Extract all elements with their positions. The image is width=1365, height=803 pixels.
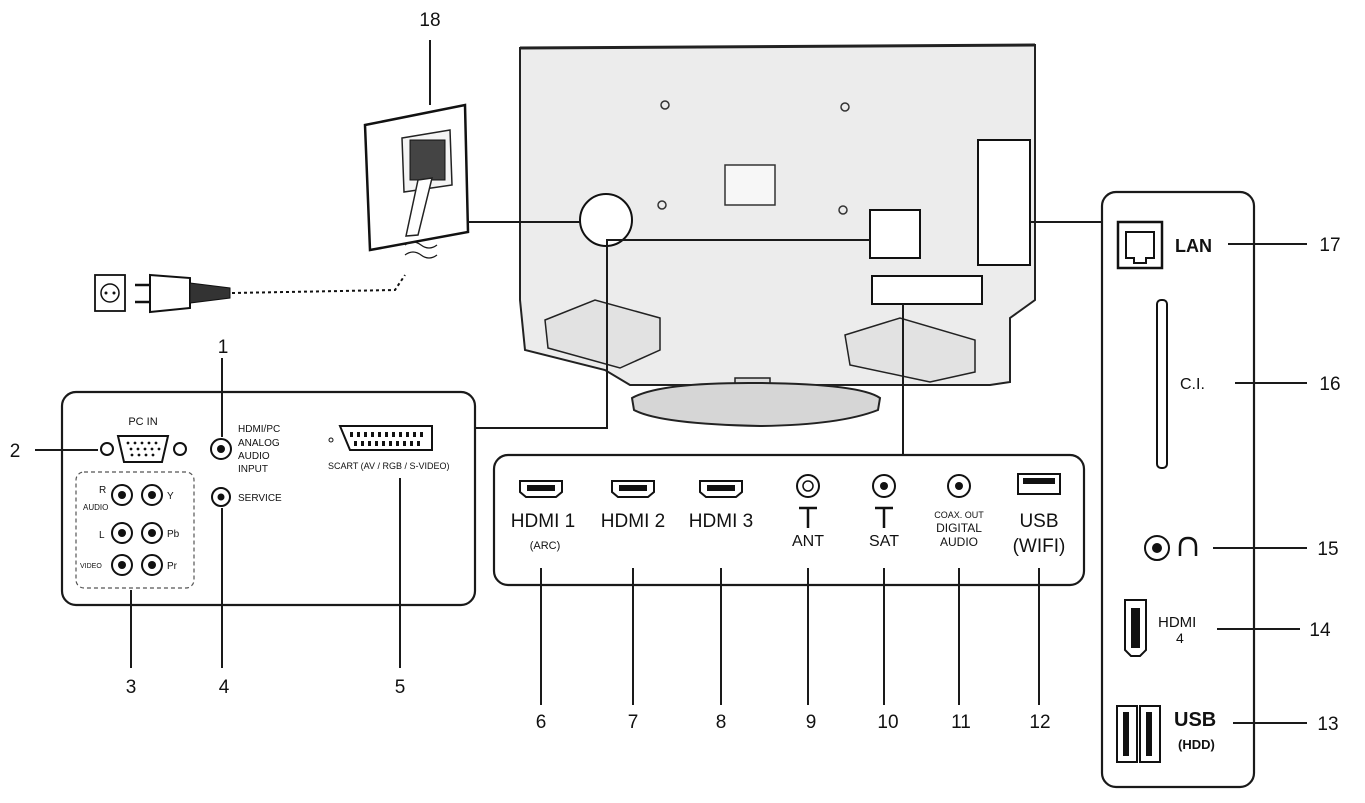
pc-in-label: PC IN [128, 416, 157, 428]
vga-port [100, 435, 187, 463]
callout-7: 7 [628, 712, 639, 733]
bottom-connector-panel: HDMI 1 (ARC) HDMI 2 HDMI 3 ANT SAT COAX.… [492, 304, 1086, 705]
coax-label-3: AUDIO [940, 535, 978, 549]
ci-label: C.I. [1180, 376, 1205, 393]
hdmi4-label-2: 4 [1176, 630, 1184, 646]
callout-13: 13 [1317, 714, 1338, 735]
sat-label: SAT [869, 533, 899, 550]
ant-label: ANT [792, 533, 824, 550]
scart-label: SCART (AV / RGB / S-VIDEO) [328, 461, 450, 471]
lan-label: LAN [1175, 236, 1212, 256]
callout-11: 11 [951, 712, 971, 733]
audio-word-label: AUDIO [83, 503, 108, 512]
scart-port [328, 425, 433, 451]
headphone-icon [1178, 536, 1198, 556]
audio-l-label: L [99, 530, 105, 541]
wifi-label: (WIFI) [1013, 536, 1066, 557]
hdmi-pc-label-3: AUDIO [238, 451, 270, 462]
callout-numbers: 18 1 2 3 4 5 6 7 8 9 10 11 12 13 14 15 1… [10, 10, 1341, 735]
hdmi3-label: HDMI 3 [689, 511, 753, 532]
pb-label: Pb [167, 529, 180, 540]
hdmi2-label: HDMI 2 [601, 511, 665, 532]
callout-10: 10 [877, 712, 898, 733]
left-panel-connector-line [475, 239, 870, 429]
usb-hdd-ports [1116, 705, 1161, 763]
audio-r-label: R [99, 485, 106, 496]
hdmi4-label-1: HDMI [1158, 614, 1196, 631]
callout-15: 15 [1317, 539, 1338, 560]
callout-8: 8 [716, 712, 727, 733]
lan-port [1116, 220, 1164, 270]
coax-label-2: DIGITAL [936, 521, 982, 535]
hdmi1-label: HDMI 1 [511, 511, 575, 532]
callout-16: 16 [1319, 374, 1340, 395]
rca-jack-group [111, 484, 163, 576]
ci-slot [1156, 299, 1168, 469]
callout-6: 6 [536, 712, 547, 733]
coax-label-1: COAX. OUT [934, 510, 984, 520]
callout-12: 12 [1029, 712, 1050, 733]
hdmi-pc-label-4: INPUT [238, 464, 268, 475]
callout-17: 17 [1319, 235, 1340, 256]
service-label: SERVICE [238, 493, 282, 504]
power-plug-illustration [94, 273, 406, 314]
pr-label: Pr [167, 561, 178, 572]
tv-back [519, 43, 1036, 428]
callout-5: 5 [395, 677, 406, 698]
callout-4: 4 [219, 677, 230, 698]
arc-label: (ARC) [530, 540, 561, 552]
hdmi-pc-label-2: ANALOG [238, 438, 280, 449]
callout-2: 2 [10, 441, 21, 462]
callout-18: 18 [419, 10, 440, 31]
usb-hdd-label: USB [1174, 709, 1216, 731]
callout-14: 14 [1309, 620, 1331, 641]
callout-1: 1 [218, 337, 229, 358]
left-connector-panel: PC IN R AUDIO L VIDEO Y Pb Pr [35, 358, 477, 668]
video-label: VIDEO [80, 563, 102, 570]
usb-wifi-label: USB [1019, 511, 1058, 532]
y-label: Y [167, 491, 174, 502]
hdd-label: (HDD) [1178, 737, 1215, 752]
ant-port [796, 474, 820, 498]
callout-9: 9 [806, 712, 817, 733]
hdmi-pc-label-1: HDMI/PC [238, 424, 280, 435]
callout-3: 3 [126, 677, 137, 698]
side-connector-panel: LAN C.I. HDMI 4 USB (HDD) [1030, 190, 1307, 789]
wall-socket-illustration [363, 40, 580, 259]
